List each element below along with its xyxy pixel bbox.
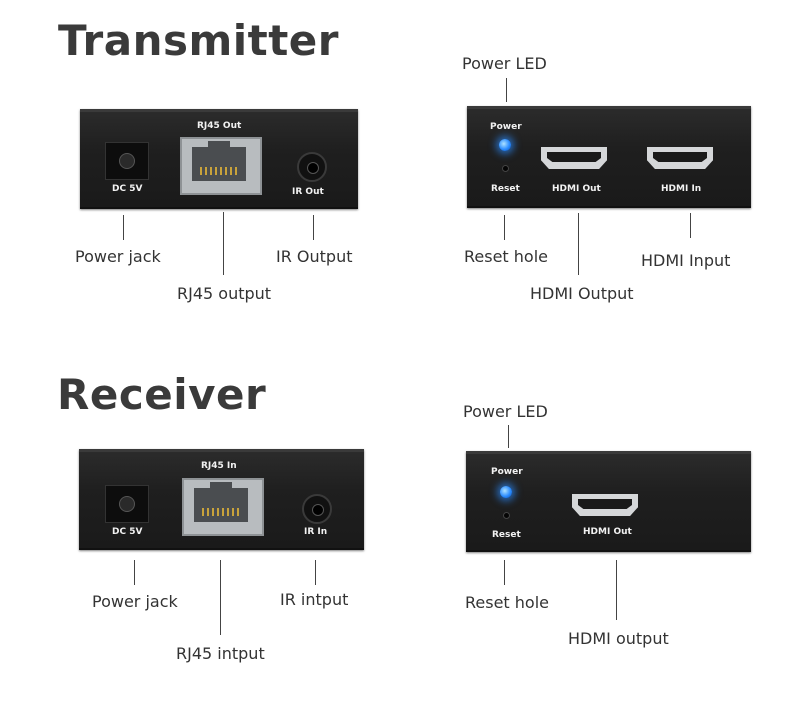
- ir-leader: [313, 215, 314, 240]
- transmitter-front-panel: Power Reset HDMI Out HDMI In: [467, 106, 751, 208]
- hdmi-in-port-label: HDMI In: [661, 184, 702, 194]
- callout-reset-hole: Reset hole: [465, 593, 549, 612]
- transmitter-title: Transmitter: [58, 16, 340, 65]
- reset-port-label: Reset: [491, 184, 520, 194]
- hdmi-input-leader: [690, 213, 691, 238]
- callout-reset-hole: Reset hole: [464, 247, 548, 266]
- power-jack-leader: [134, 560, 135, 585]
- callout-rj45-output: RJ45 output: [177, 284, 272, 303]
- callout-power-led: Power LED: [462, 54, 547, 73]
- callout-hdmi-input: HDMI Input: [641, 251, 731, 270]
- power-led-icon: [499, 139, 511, 151]
- callout-ir-intput: IR intput: [280, 590, 349, 609]
- hdmi-in-port-icon: [647, 147, 713, 169]
- ir-jack-icon: [297, 152, 327, 182]
- hdmi-out-port-label: HDMI Out: [552, 184, 601, 194]
- ir-port-label: IR In: [304, 527, 328, 537]
- dc-port-label: DC 5V: [112, 184, 143, 194]
- rj45-port-label: RJ45 Out: [197, 121, 242, 131]
- power-port-label: Power: [490, 122, 522, 132]
- callout-power-jack: Power jack: [75, 247, 161, 266]
- dc-jack-icon: [105, 485, 149, 523]
- power-led-leader: [508, 425, 509, 448]
- rj45-leader: [220, 560, 221, 635]
- power-led-leader: [506, 78, 507, 102]
- transmitter-back-panel: DC 5V RJ45 Out IR Out: [80, 109, 358, 209]
- hdmi-output-leader: [616, 560, 617, 620]
- rj45-port-label: RJ45 In: [201, 461, 237, 471]
- dc-jack-icon: [105, 142, 149, 180]
- dc-port-label: DC 5V: [112, 527, 143, 537]
- ir-port-label: IR Out: [292, 187, 324, 197]
- reset-hole-icon: [503, 512, 510, 519]
- receiver-title: Receiver: [57, 370, 267, 419]
- hdmi-out-port-label: HDMI Out: [583, 527, 632, 537]
- hdmi-out-port-icon: [572, 494, 638, 516]
- callout-rj45-intput: RJ45 intput: [176, 644, 265, 663]
- ir-jack-icon: [302, 494, 332, 524]
- hdmi-output-leader: [578, 213, 579, 275]
- rj45-port-icon: [182, 478, 264, 536]
- callout-ir-output: IR Output: [276, 247, 353, 266]
- callout-power-jack: Power jack: [92, 592, 178, 611]
- callout-hdmi-output: HDMI Output: [530, 284, 634, 303]
- hdmi-out-port-icon: [541, 147, 607, 169]
- callout-hdmi-output: HDMI output: [568, 629, 669, 648]
- receiver-back-panel: DC 5V RJ45 In IR In: [79, 449, 364, 550]
- reset-hole-icon: [502, 165, 509, 172]
- rj45-port-icon: [180, 137, 262, 195]
- reset-port-label: Reset: [492, 530, 521, 540]
- receiver-front-panel: Power Reset HDMI Out: [466, 451, 751, 552]
- ir-leader: [315, 560, 316, 585]
- power-port-label: Power: [491, 467, 523, 477]
- reset-leader: [504, 215, 505, 240]
- reset-leader: [504, 560, 505, 585]
- rj45-leader: [223, 212, 224, 275]
- callout-power-led: Power LED: [463, 402, 548, 421]
- power-jack-leader: [123, 215, 124, 240]
- power-led-icon: [500, 486, 512, 498]
